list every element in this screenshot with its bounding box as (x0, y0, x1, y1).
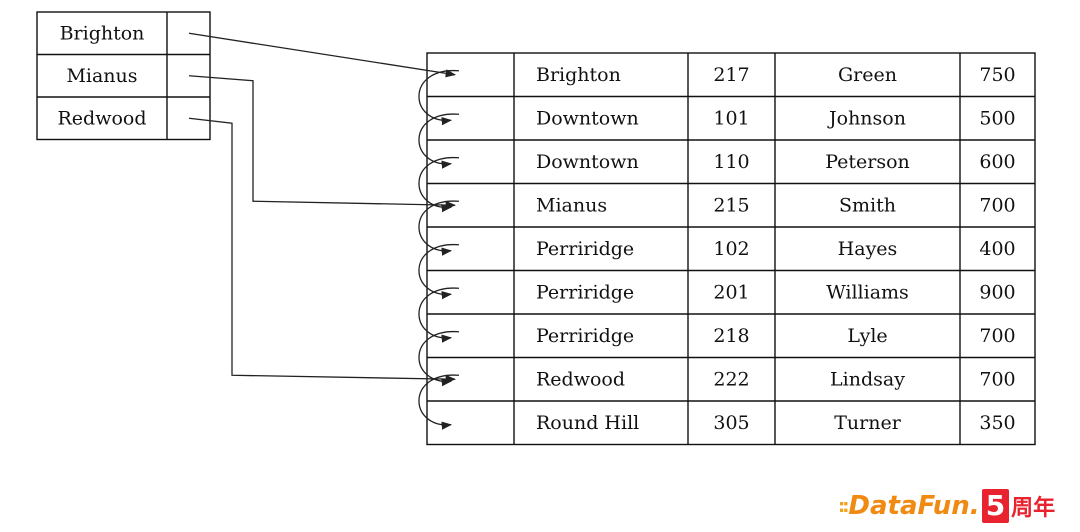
branch-name-cell: Redwood (536, 368, 625, 390)
customer-name-cell: Hayes (838, 238, 898, 260)
account-number-cell: 102 (713, 238, 749, 260)
record-chain-arrow (418, 113, 460, 169)
customer-name-cell: Johnson (827, 107, 906, 129)
balance-cell: 750 (979, 64, 1015, 86)
customer-name-cell: Lindsay (830, 368, 905, 390)
balance-cell: 700 (979, 194, 1015, 216)
datafun-logo: :: DataFun. 5 周年 (838, 486, 1055, 526)
balance-cell: 900 (979, 281, 1015, 303)
account-number-cell: 215 (713, 194, 749, 216)
index-entry-key: Redwood (57, 107, 146, 129)
index-border (36, 11, 211, 141)
index-entry-key: Brighton (60, 22, 145, 44)
record-chain-arrow (418, 374, 460, 430)
customer-name-cell: Green (838, 64, 897, 86)
record-chain-arrow (418, 287, 460, 343)
branch-name-cell: Downtown (536, 107, 639, 129)
logo-five-badge: 5 (981, 489, 1010, 523)
balance-cell: 600 (979, 151, 1015, 173)
customer-name-cell: Williams (826, 281, 909, 303)
record-chain-pointers (418, 70, 460, 430)
branch-name-cell: Perriridge (536, 325, 634, 347)
customer-name-cell: Peterson (825, 151, 910, 173)
balance-cell: 400 (979, 238, 1015, 260)
record-chain-arrow (418, 70, 460, 126)
index-pointer-arrow (188, 75, 457, 210)
account-number-cell: 218 (713, 325, 749, 347)
record-chain-arrow (418, 244, 460, 300)
account-number-cell: 101 (713, 107, 749, 129)
customer-name-cell: Turner (834, 412, 901, 434)
balance-cell: 500 (979, 107, 1015, 129)
balance-cell: 700 (979, 325, 1015, 347)
branch-name-cell: Round Hill (536, 412, 639, 434)
account-number-cell: 222 (713, 368, 749, 390)
index-pointer-arrow (188, 117, 457, 384)
index-pointers (188, 32, 457, 384)
balance-cell: 700 (979, 368, 1015, 390)
branch-name-cell: Perriridge (536, 281, 634, 303)
branch-name-cell: Perriridge (536, 238, 634, 260)
index-entry-key: Mianus (66, 65, 137, 87)
account-number-cell: 305 (713, 412, 749, 434)
branch-name-cell: Mianus (536, 194, 607, 216)
account-number-cell: 217 (713, 64, 749, 86)
logo-dots: :: (838, 495, 850, 517)
record-chain-arrow (418, 331, 460, 387)
customer-name-cell: Smith (839, 194, 896, 216)
logo-brand-text: DataFun. (848, 491, 980, 521)
branch-name-cell: Downtown (536, 151, 639, 173)
balance-cell: 350 (979, 412, 1015, 434)
record-chain-arrow (418, 157, 460, 213)
account-number-cell: 110 (713, 151, 749, 173)
table-border (426, 52, 1036, 446)
logo-anniversary-text: 周年 (1011, 496, 1056, 521)
index-pointer-arrow (188, 32, 457, 78)
customer-name-cell: Lyle (847, 325, 887, 347)
record-chain-arrow (418, 200, 460, 256)
account-number-cell: 201 (713, 281, 749, 303)
branch-name-cell: Brighton (536, 64, 621, 86)
